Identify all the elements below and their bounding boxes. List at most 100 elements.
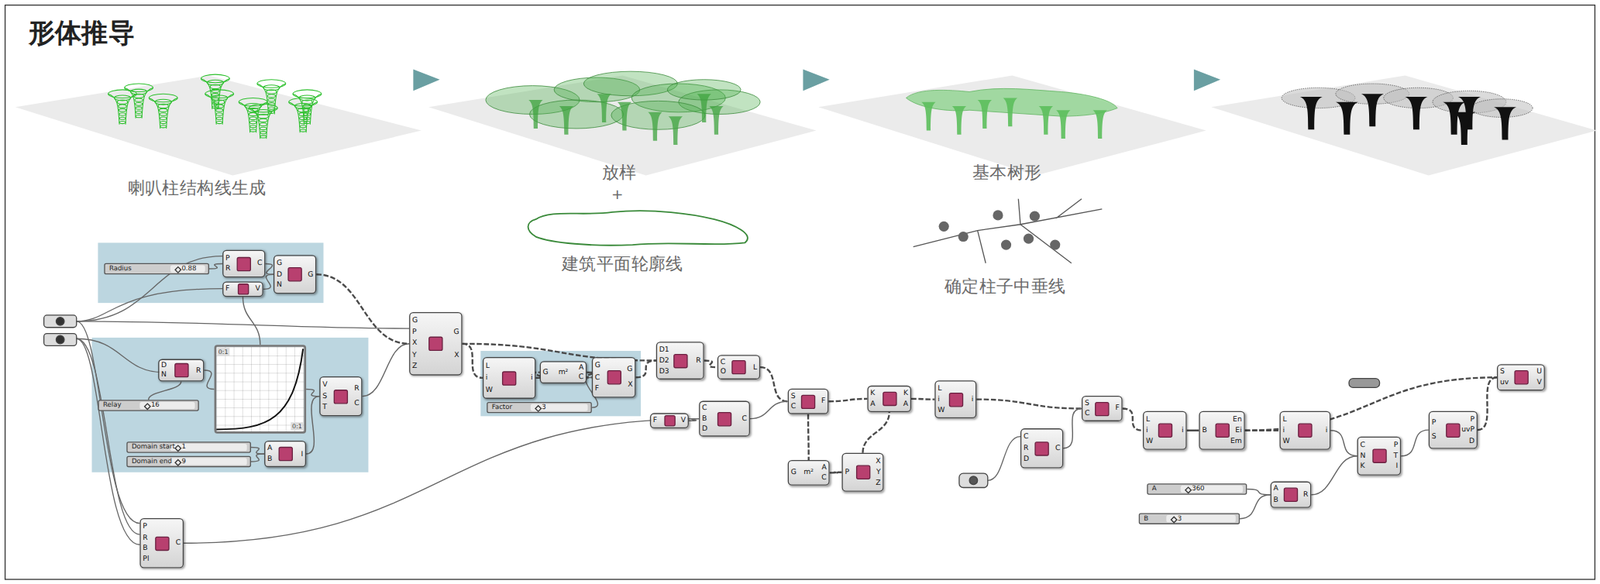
pin-label: K bbox=[870, 390, 875, 398]
pin-label: Pl bbox=[142, 556, 149, 564]
component-box: PSPuvPD bbox=[1428, 411, 1478, 450]
pin-label: V bbox=[255, 285, 261, 293]
input-pins: LiW bbox=[485, 357, 493, 398]
pin-label: W bbox=[1145, 437, 1153, 445]
output-pins: i bbox=[1325, 412, 1329, 449]
output-pins: G bbox=[307, 256, 314, 293]
pin-label: R bbox=[1023, 444, 1029, 452]
output-pins: AC bbox=[821, 461, 826, 485]
pin-label: F bbox=[821, 398, 826, 406]
pin-label: i bbox=[1282, 426, 1285, 434]
component-box: PRC bbox=[222, 250, 265, 279]
pin-label: D bbox=[1023, 456, 1029, 464]
pin-label: A bbox=[903, 400, 909, 408]
pin-label: Em bbox=[1230, 437, 1243, 445]
output-pins: i bbox=[530, 357, 534, 398]
input-pins: SC bbox=[1084, 396, 1090, 420]
pin-label: C bbox=[701, 405, 707, 413]
pin-label: V bbox=[1537, 378, 1542, 386]
slider-value: 360 bbox=[1184, 485, 1205, 495]
component-box: PXYZ bbox=[841, 453, 884, 493]
component-icon bbox=[664, 415, 675, 427]
pin-label: R bbox=[142, 534, 148, 542]
number-slider: B3 bbox=[1138, 512, 1240, 524]
pin-label: C bbox=[354, 400, 359, 408]
input-pins: LiW bbox=[1145, 412, 1153, 449]
input-pins: B bbox=[1201, 412, 1207, 449]
data-wire bbox=[704, 361, 718, 369]
slider-track bbox=[1166, 515, 1236, 523]
output-pins: R bbox=[1303, 482, 1308, 508]
pin-label: C bbox=[175, 540, 181, 548]
input-pins: GCF bbox=[595, 357, 601, 397]
pin-label: F bbox=[1114, 405, 1119, 413]
slider-label: A bbox=[1152, 485, 1157, 495]
pin-label: C bbox=[720, 358, 726, 366]
output-pins: EnEiEm bbox=[1230, 412, 1243, 449]
component-box: SC F bbox=[787, 388, 830, 415]
pin-label: A bbox=[1273, 485, 1279, 493]
slider-value: 9 bbox=[174, 457, 186, 467]
pin-label: S bbox=[1084, 399, 1090, 407]
component-icon bbox=[855, 465, 870, 480]
component-icon bbox=[174, 363, 189, 378]
pin-label: B bbox=[267, 455, 272, 463]
pin-label: D1 bbox=[659, 346, 670, 354]
component-box: SC F bbox=[1081, 395, 1123, 422]
pin-label: B bbox=[1273, 496, 1279, 504]
component-icon bbox=[948, 392, 963, 407]
pin-label: P bbox=[225, 254, 231, 262]
component-box: FV bbox=[222, 281, 264, 297]
pin-label: T bbox=[322, 404, 327, 412]
component-icon bbox=[1214, 423, 1229, 438]
component-box: m²GAC bbox=[787, 460, 830, 486]
slider-track bbox=[530, 404, 589, 412]
output-pins: F bbox=[821, 389, 826, 413]
output-pins: PTI bbox=[1393, 437, 1399, 475]
pin-label: i bbox=[485, 374, 489, 382]
pin-label: A bbox=[578, 364, 584, 372]
pin-label: S bbox=[1500, 368, 1505, 376]
pin-label: En bbox=[1232, 416, 1243, 424]
pin-label: i bbox=[937, 395, 940, 403]
component-icon bbox=[1372, 448, 1387, 463]
input-pins: AB bbox=[267, 441, 272, 467]
component-box: VSTRC bbox=[319, 376, 362, 417]
output-pins: i bbox=[1181, 412, 1184, 449]
pin-label: P bbox=[412, 328, 417, 336]
slider-value: 1 bbox=[174, 443, 186, 453]
number-slider: Relay16 bbox=[97, 399, 199, 411]
output-pins: UV bbox=[1536, 364, 1542, 390]
component-box: GCFGX bbox=[591, 357, 637, 399]
number-slider: Factor3 bbox=[486, 402, 592, 413]
pin-label: D bbox=[1469, 436, 1475, 444]
pin-label: G bbox=[595, 362, 601, 370]
pin-label: O bbox=[720, 368, 727, 376]
pin-label: N bbox=[161, 371, 167, 379]
component-icon bbox=[606, 370, 621, 385]
pin-label: C bbox=[1023, 433, 1029, 441]
stage-caption: 基本树形 bbox=[972, 163, 1043, 183]
slider-label: B bbox=[1143, 514, 1149, 524]
data-wire bbox=[462, 344, 483, 379]
pin-label: D2 bbox=[659, 357, 670, 365]
input-pins: LiW bbox=[1282, 412, 1290, 449]
component-icon bbox=[731, 360, 746, 375]
pin-label: L bbox=[1145, 416, 1150, 424]
input-pins: SC bbox=[791, 389, 796, 413]
input-pins: CBD bbox=[701, 402, 708, 436]
data-wire bbox=[829, 471, 843, 475]
input-pins: CRD bbox=[1023, 429, 1029, 468]
data-wire bbox=[316, 274, 410, 345]
output-pins: C bbox=[175, 519, 181, 568]
input-pins: DN bbox=[161, 360, 167, 381]
pin-label: C bbox=[257, 260, 262, 268]
component-box: SuvUV bbox=[1496, 364, 1545, 391]
data-wire bbox=[635, 361, 656, 379]
data-wire bbox=[862, 412, 889, 454]
data-wire bbox=[1330, 430, 1357, 457]
input-pins: PRBPl bbox=[142, 519, 149, 568]
component-box: KAKA bbox=[867, 385, 912, 413]
component-box: FV bbox=[650, 412, 689, 429]
pin-label: P bbox=[1469, 416, 1475, 424]
